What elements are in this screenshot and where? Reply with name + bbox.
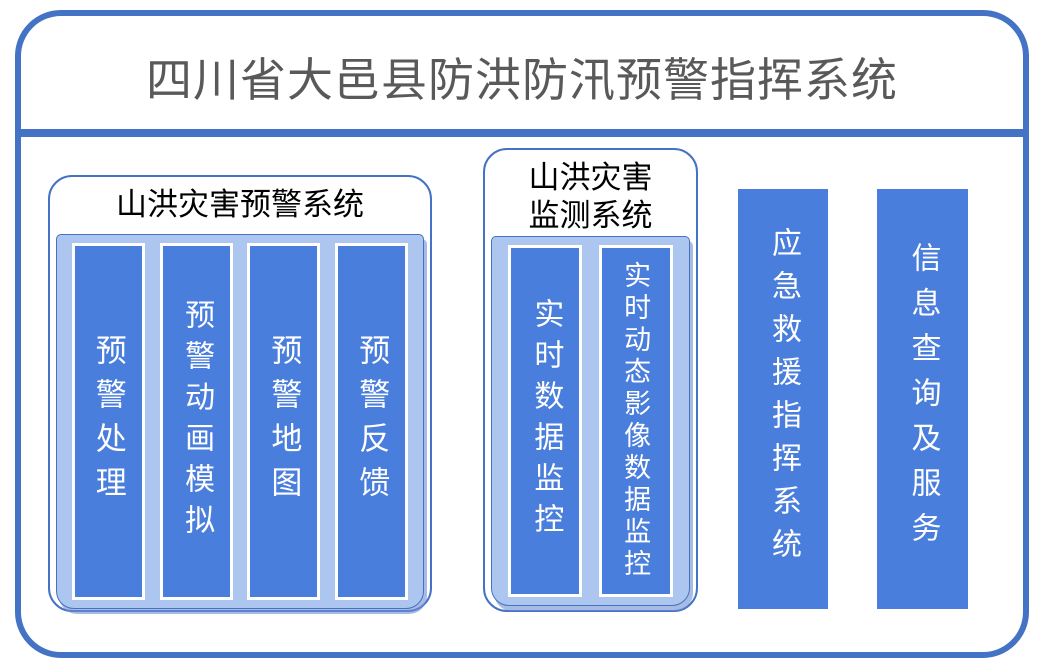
bar-warning-map: 预警地图	[247, 243, 321, 600]
bar-realtime-data-monitoring-label: 实时数据监控	[529, 298, 563, 544]
group-flood-warning-title: 山洪灾害预警系统	[116, 187, 364, 222]
bar-emergency-rescue-command-system-label: 应急救援指挥系统	[767, 227, 800, 571]
bar-warning-animation-simulation-label: 预警动画模拟	[180, 298, 214, 545]
bar-warning-feedback-label: 预警反馈	[354, 333, 390, 510]
bar-warning-feedback: 预警反馈	[335, 243, 409, 600]
group-flood-warning-panel: 预警处理 预警动画模拟 预警地图 预警反馈	[56, 234, 424, 609]
bar-realtime-dynamic-image-data-monitoring: 实时动态影像数据监控	[598, 245, 673, 597]
bar-information-query-and-service: 信息查询及服务	[877, 189, 968, 609]
bar-warning-processing-label: 预警处理	[90, 333, 126, 510]
title-divider	[17, 129, 1027, 137]
bar-warning-map-label: 预警地图	[266, 333, 302, 510]
group-flood-monitoring-panel: 实时数据监控 实时动态影像数据监控	[491, 236, 690, 606]
group-flood-monitoring-title-line1: 山洪灾害	[528, 160, 653, 195]
bar-warning-animation-simulation: 预警动画模拟	[159, 243, 233, 600]
bar-realtime-data-monitoring: 实时数据监控	[508, 245, 583, 597]
bar-information-query-and-service-label: 信息查询及服务	[906, 241, 940, 557]
bar-emergency-rescue-command-system: 应急救援指挥系统	[738, 189, 828, 609]
bar-realtime-dynamic-image-data-monitoring-label: 实时动态影像数据监控	[620, 261, 651, 581]
outer-frame	[15, 10, 1029, 658]
bar-warning-processing: 预警处理	[71, 243, 145, 600]
group-flood-monitoring-title-line2: 监测系统	[528, 198, 653, 233]
page-title: 四川省大邑县防洪防汛预警指挥系统	[146, 54, 898, 106]
group-flood-monitoring-system: 山洪灾害 监测系统 实时数据监控 实时动态影像数据监控	[483, 148, 698, 612]
group-flood-warning-system: 山洪灾害预警系统 预警处理 预警动画模拟 预警地图 预警反馈	[48, 175, 432, 612]
group-flood-monitoring-title: 山洪灾害 监测系统	[485, 150, 696, 235]
